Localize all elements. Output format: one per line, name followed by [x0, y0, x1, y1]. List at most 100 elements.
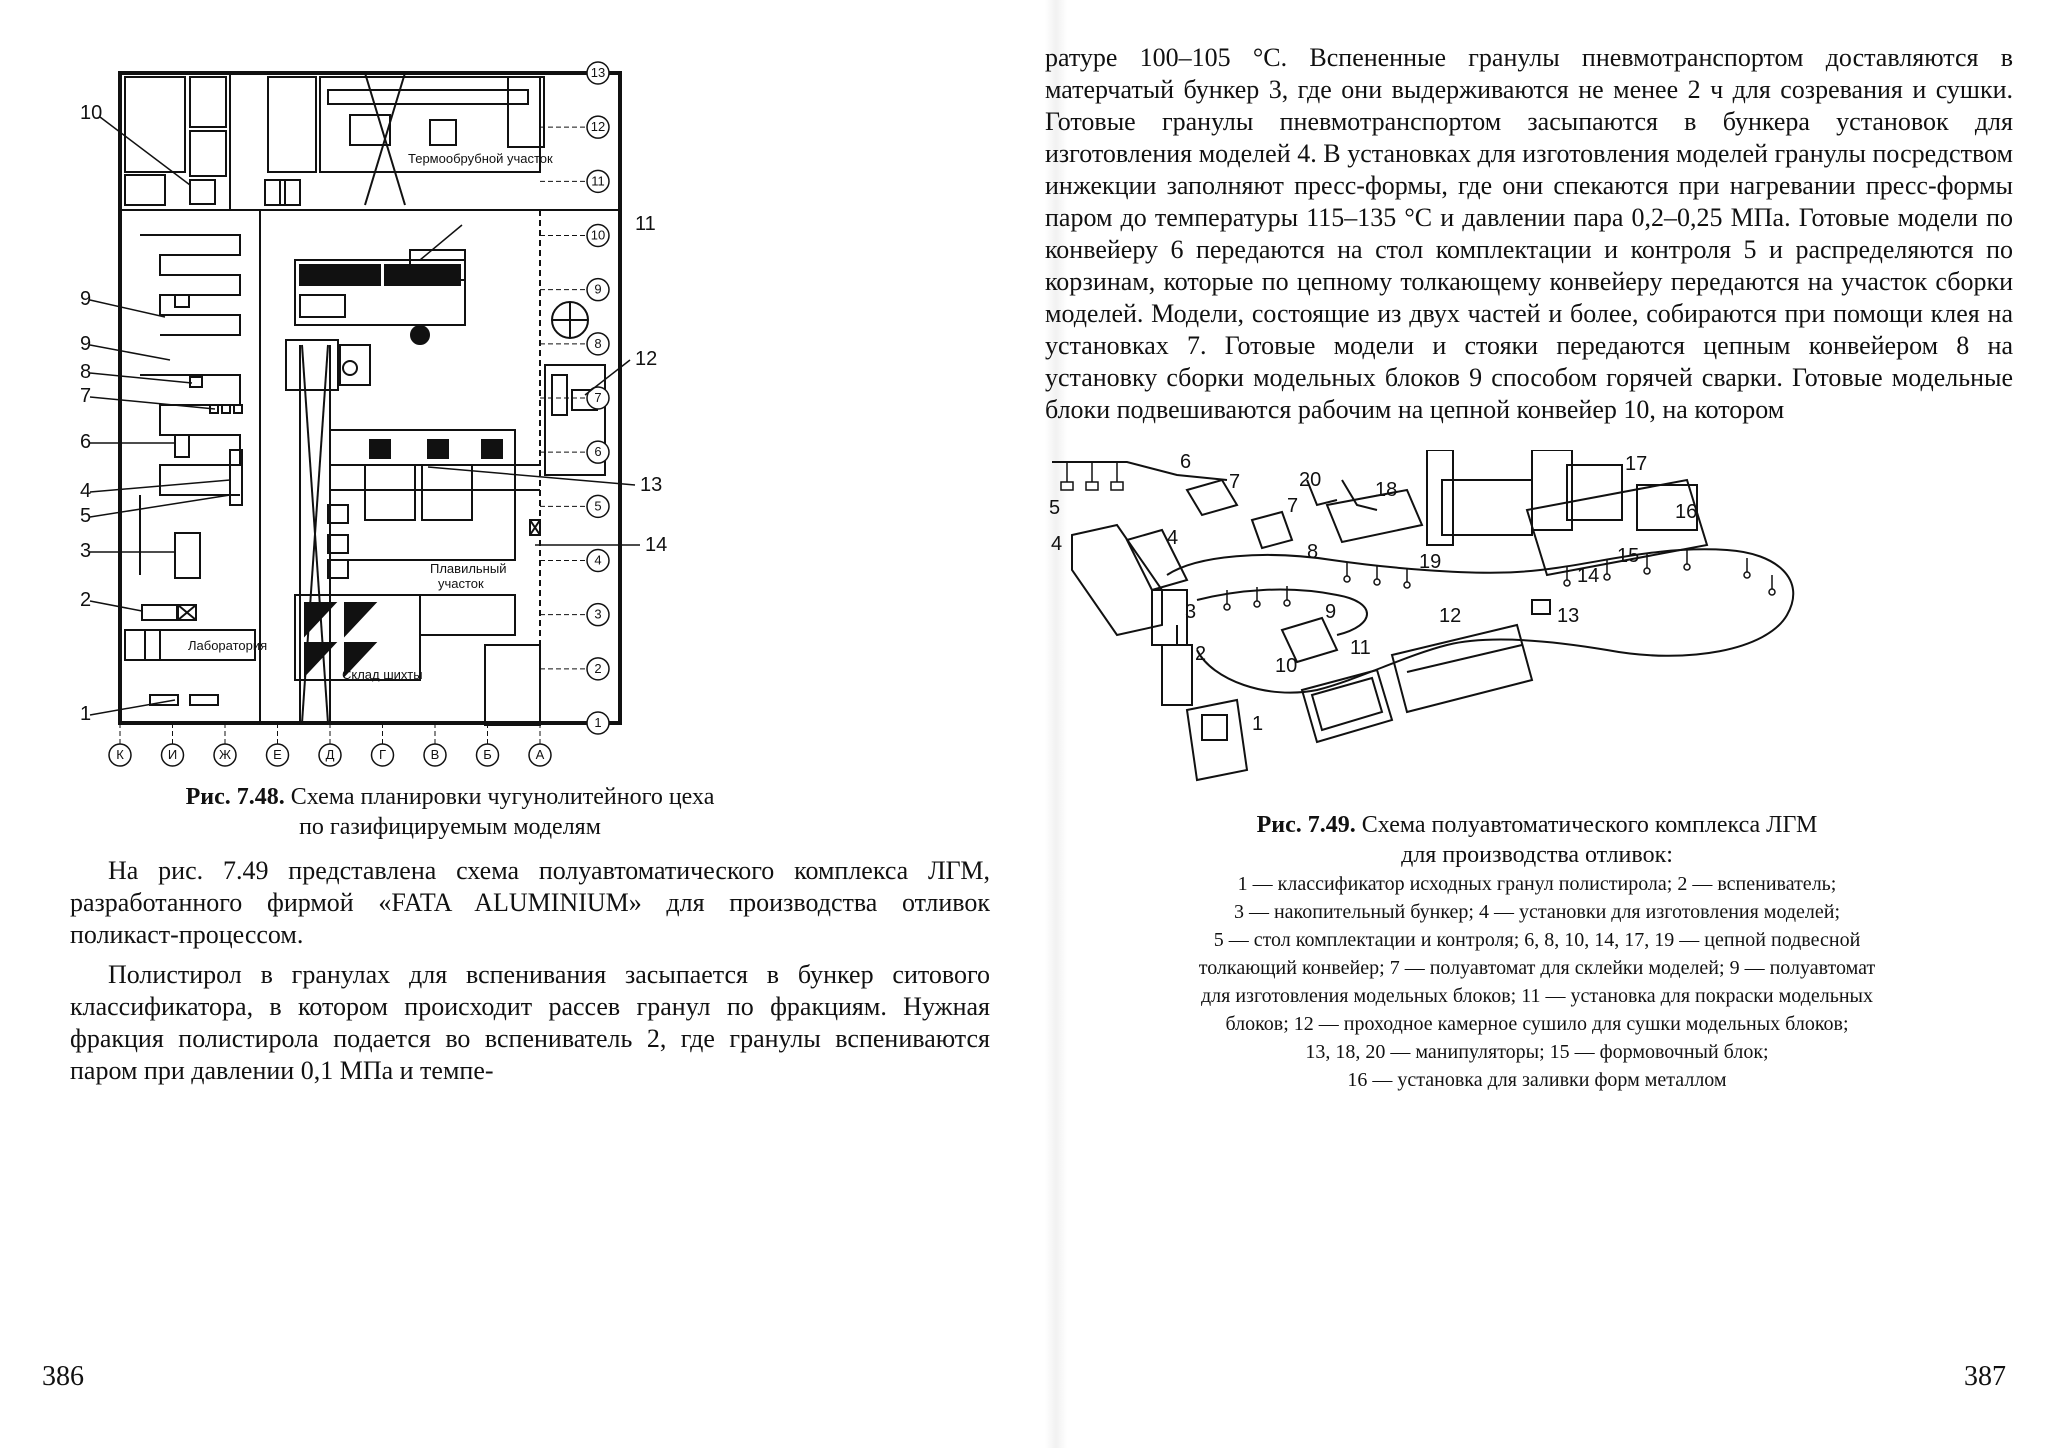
callout-9: 9	[1325, 601, 1336, 623]
machine-4a	[1071, 523, 1163, 637]
charge-storage	[294, 594, 421, 681]
legend-line: 3 — накопительный бункер; 4 — установки …	[1233, 901, 1841, 923]
callout-14: 14	[645, 534, 667, 556]
melting-area-label-1: Плавильный	[430, 561, 506, 576]
callout-12: 12	[1439, 605, 1461, 627]
molding-block-15	[1525, 478, 1709, 577]
caption-text: Схема планировки чугунолитейного цеха	[284, 784, 715, 810]
caption-text: Схема полуавтоматического комплекса ЛГМ	[1355, 812, 1818, 838]
axis-right-8	[586, 332, 610, 356]
manipulator-13	[1531, 599, 1551, 615]
callout-17: 17	[1625, 453, 1647, 475]
axis-bottom-5	[370, 743, 395, 767]
melting-area	[329, 429, 516, 561]
callout-4: 4	[80, 480, 91, 502]
building-outline	[118, 71, 622, 725]
caption-label: Рис. 7.49.	[1256, 812, 1356, 838]
bunker-3	[1151, 589, 1188, 646]
callout-14: 14	[1577, 565, 1599, 587]
callout-5: 5	[80, 505, 91, 527]
axis-bottom-1-label: И	[168, 747, 177, 762]
callout-11: 11	[1350, 637, 1371, 659]
tower-19	[1426, 450, 1454, 546]
axis-bottom-2	[213, 743, 237, 767]
axis-right-1	[586, 711, 610, 735]
left-body-text: На рис. 7.49 представлена схема полуавто…	[70, 855, 990, 1087]
conveyor-hook-load	[1683, 563, 1691, 571]
callout-7b: 7	[1287, 495, 1298, 517]
right-page: ратуре 100–105 °С. Вспененные гранулы пн…	[1027, 0, 2054, 1448]
axis-right-8-label: 8	[594, 336, 601, 351]
axis-bottom-3-label: Е	[273, 747, 282, 762]
paragraph-continued: ратуре 100–105 °С. Вспененные гранулы пн…	[1045, 43, 2013, 424]
axis-right-4	[586, 548, 610, 573]
axis-bottom-2-label: Ж	[219, 747, 231, 762]
callout-1: 1	[1252, 713, 1263, 735]
caption-line-2: для производства отливок:	[1401, 842, 1673, 868]
axis-right-4-label: 4	[594, 553, 601, 568]
callout-15: 15	[1617, 545, 1639, 567]
axis-right-10	[586, 223, 610, 248]
conveyor-hook-load	[1253, 600, 1261, 608]
legend-line: толкающий конвейер; 7 — полуавтомат для …	[1198, 957, 1876, 979]
block-machine-9	[1280, 616, 1339, 664]
callout-13: 13	[640, 474, 662, 496]
callout-2: 2	[1195, 643, 1206, 665]
dryer-12	[1390, 623, 1534, 714]
laboratory-room	[124, 629, 256, 661]
axis-right-1-label: 1	[594, 715, 601, 730]
axis-right-6-label: 6	[594, 444, 601, 459]
callout-9a: 9	[80, 288, 91, 310]
axis-right-7	[586, 386, 610, 410]
axis-right-11-label: 11	[591, 173, 605, 188]
conveyor-hook-load	[1373, 578, 1381, 586]
axis-bottom-5-label: Г	[379, 747, 386, 762]
axis-right-12	[586, 115, 610, 139]
thermo-area	[319, 76, 541, 173]
axis-right-7-label: 7	[594, 390, 601, 405]
axis-bottom-8	[528, 743, 552, 767]
axis-bottom-6-label: В	[431, 747, 440, 762]
paragraph-1: На рис. 7.49 представлена схема полуавто…	[70, 856, 990, 949]
page-number-left: 386	[42, 1361, 84, 1392]
annex-12	[544, 364, 606, 476]
complex-illustration-svg: 6 7 5 20 18 17 16 4 4 7 8 19 15 14 3 9 1…	[1049, 450, 1795, 782]
classifier-1	[1185, 698, 1249, 782]
right-body-text: ратуре 100–105 °С. Вспененные гранулы пн…	[1045, 42, 2013, 426]
figure-7-48-caption: Рис. 7.48. Схема планировки чугунолитейн…	[80, 782, 820, 842]
axis-right-9-label: 9	[594, 282, 601, 297]
conveyor-hook-load	[1403, 581, 1411, 589]
axis-right-5	[586, 494, 610, 519]
charge-storage-label: Склад шихты	[342, 667, 423, 682]
axis-right-9	[586, 277, 610, 302]
conveyor-hook-load	[1743, 571, 1751, 579]
callout-5: 5	[1049, 497, 1060, 519]
expander-2	[1161, 644, 1193, 706]
melting-area-label-2: участок	[438, 576, 484, 591]
callout-10: 10	[1275, 655, 1297, 677]
axis-bottom-4-label: Д	[326, 747, 335, 762]
room-top-1	[124, 76, 186, 173]
axis-bottom-7-label: Б	[483, 747, 492, 762]
axis-right-2-label: 2	[594, 661, 601, 676]
callout-13: 13	[1557, 605, 1579, 627]
axis-bottom-1	[160, 743, 185, 767]
figure-7-49-complex: 6 7 5 20 18 17 16 4 4 7 8 19 15 14 3 9 1…	[1047, 450, 2027, 810]
callout-20: 20	[1299, 469, 1321, 491]
axis-right-3	[586, 602, 610, 627]
conveyor-loop-2	[140, 374, 241, 496]
legend-line: 5 — стол комплектации и контроля; 6, 8, …	[1213, 929, 1861, 951]
callout-11: 11	[635, 213, 656, 235]
legend-line: 13, 18, 20 — манипуляторы; 15 — формовоч…	[1305, 1041, 1769, 1063]
axis-right-13-label: 13	[591, 65, 605, 80]
caption-line-2: по газифицируемым моделям	[299, 814, 601, 840]
legend-line: 1 — классификатор исходных гранул полист…	[1237, 873, 1837, 895]
conveyor-hook-load	[1343, 575, 1351, 583]
painting-unit-11	[1300, 668, 1394, 744]
callout-10: 10	[80, 102, 102, 124]
axis-right-11	[586, 169, 610, 194]
axis-bottom-3	[265, 743, 290, 767]
manipulator-18	[1341, 479, 1378, 511]
